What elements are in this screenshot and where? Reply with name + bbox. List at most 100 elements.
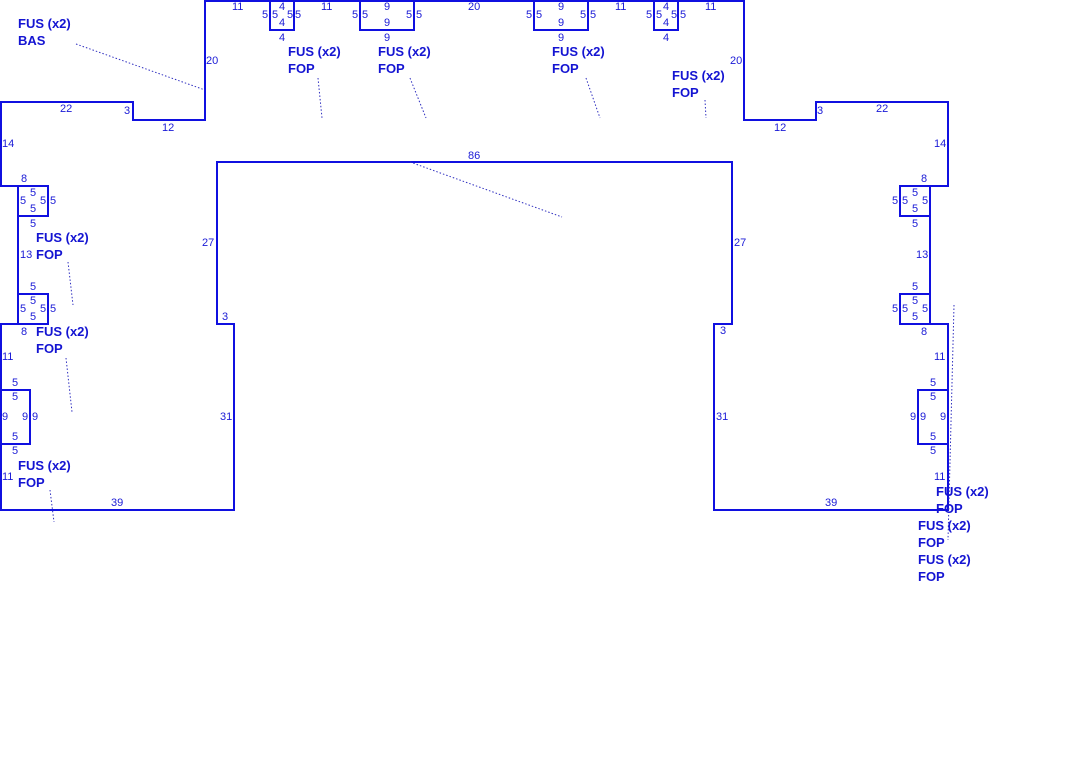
dimension-label: 39	[111, 497, 123, 509]
cutout-top-3	[533, 0, 589, 31]
callout-label: FUS (x2)	[288, 44, 341, 59]
dimension-label: 4	[279, 1, 285, 13]
dimension-label: 5	[272, 9, 278, 21]
cutout-top-1	[269, 0, 295, 31]
dimension-label: 5	[930, 431, 936, 443]
dimension-label: 5	[526, 9, 532, 21]
cutout-left-1	[17, 185, 49, 217]
callout-label: FUS (x2)	[18, 458, 71, 473]
dimension-label: 11	[232, 1, 243, 13]
dimension-label: 5	[902, 303, 908, 315]
dimension-label: 5	[671, 9, 677, 21]
callout-label: FUS (x2)	[918, 552, 971, 567]
dimension-label: 4	[279, 32, 285, 44]
dimension-label: 12	[774, 122, 786, 134]
dimension-label: 5	[287, 9, 293, 21]
dimension-label: 14	[934, 138, 946, 150]
cutout-top-2	[359, 0, 415, 31]
dimension-label: 9	[940, 411, 946, 423]
dimension-label: 5	[912, 311, 918, 323]
dimension-label: 11	[2, 351, 13, 363]
dimension-label: 9	[558, 17, 564, 29]
dimension-label: 4	[663, 32, 669, 44]
dimension-label: 9	[2, 411, 8, 423]
dimension-label: 13	[20, 249, 32, 261]
dimension-label: 5	[922, 303, 928, 315]
dimension-label: 5	[912, 295, 918, 307]
callout-label: FOP	[552, 61, 579, 76]
dimension-label: 5	[262, 9, 268, 21]
dimension-label: 3	[817, 105, 823, 117]
dimension-label: 5	[30, 218, 36, 230]
dimension-label: 5	[892, 195, 898, 207]
callout-label: FUS (x2)	[936, 484, 989, 499]
callout-label: BAS	[18, 33, 46, 48]
dimension-label: 14	[2, 138, 14, 150]
callout-label: FOP	[672, 85, 699, 100]
dimension-label: 5	[362, 9, 368, 21]
dimension-label: 5	[912, 187, 918, 199]
dimension-label: 11	[615, 1, 626, 13]
dimension-label: 5	[352, 9, 358, 21]
dimension-label: 11	[705, 1, 716, 13]
dimension-label: 5	[30, 203, 36, 215]
dimension-label: 9	[920, 411, 926, 423]
dimension-label: 5	[30, 295, 36, 307]
dimension-label: 5	[912, 218, 918, 230]
dimension-label: 27	[202, 237, 214, 249]
callout-label: FOP	[918, 569, 945, 584]
dimension-label: 5	[50, 195, 56, 207]
dimension-label: 5	[922, 195, 928, 207]
dimension-label: 12	[162, 122, 174, 134]
dimension-label: 5	[680, 9, 686, 21]
panel-outline	[0, 0, 949, 511]
dimension-label: 5	[590, 9, 596, 21]
dimension-label: 22	[876, 103, 888, 115]
callout-label: FOP	[918, 535, 945, 550]
dimension-label: 5	[902, 195, 908, 207]
dimension-label: 9	[384, 32, 390, 44]
dimension-label: 3	[222, 311, 228, 323]
cutout-right-1	[899, 185, 931, 217]
dimension-label: 11	[934, 351, 945, 363]
dimension-label: 9	[558, 1, 564, 13]
dimension-label: 9	[384, 1, 390, 13]
dimension-label: 5	[536, 9, 542, 21]
callout-label: FUS (x2)	[378, 44, 431, 59]
dimension-label: 9	[32, 411, 38, 423]
dimension-label: 5	[12, 391, 18, 403]
dimension-label: 9	[384, 17, 390, 29]
dimension-label: 8	[921, 326, 927, 338]
dimension-label: 5	[646, 9, 652, 21]
dimension-label: 8	[21, 173, 27, 185]
dimension-label: 4	[663, 1, 669, 13]
cutout-left-3	[0, 389, 31, 445]
dimension-label: 20	[468, 1, 480, 13]
cutout-right-3	[917, 389, 949, 445]
dimension-label: 5	[40, 195, 46, 207]
dimension-label: 11	[2, 471, 13, 483]
cutout-top-4	[653, 0, 679, 31]
dimension-label: 20	[206, 55, 218, 67]
dimension-label: 3	[720, 325, 726, 337]
leader-lines	[49, 43, 955, 541]
dimension-label: 5	[50, 303, 56, 315]
callout-label: FUS (x2)	[36, 324, 89, 339]
dimension-label: 5	[930, 391, 936, 403]
callout-label: FOP	[378, 61, 405, 76]
dimension-label: 5	[580, 9, 586, 21]
dimension-label: 5	[12, 377, 18, 389]
dimension-label: 9	[558, 32, 564, 44]
dimension-label: 5	[656, 9, 662, 21]
dimension-label: 9	[22, 411, 28, 423]
callout-label: FOP	[18, 475, 45, 490]
callout-label: FOP	[936, 501, 963, 516]
dimension-label: 86	[468, 150, 480, 162]
dimension-label: 8	[21, 326, 27, 338]
dimension-label: 27	[734, 237, 746, 249]
dimension-label: 5	[30, 311, 36, 323]
dimension-label: 5	[406, 9, 412, 21]
dimension-label: 22	[60, 103, 72, 115]
dimension-label: 31	[716, 411, 728, 423]
